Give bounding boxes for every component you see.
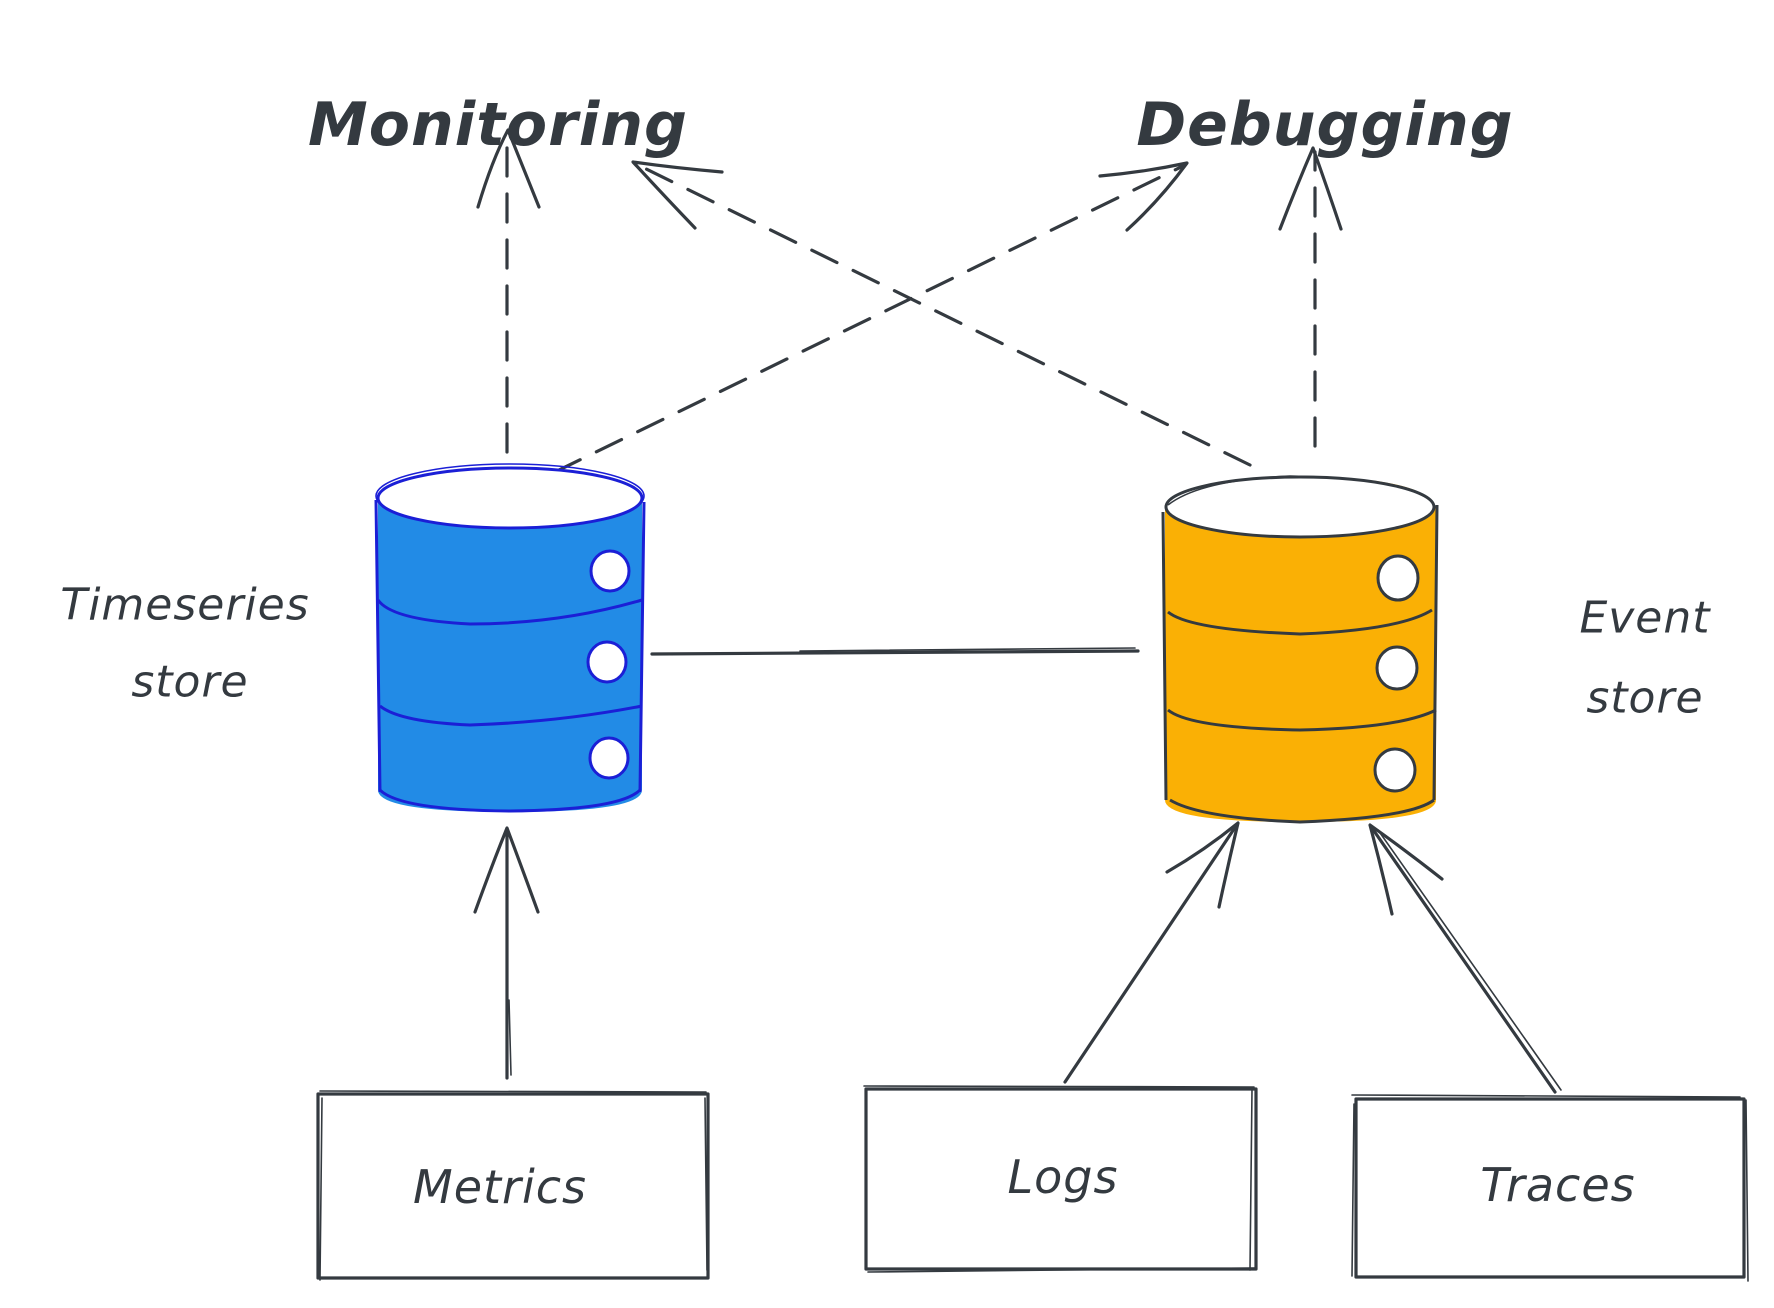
event-store-label-line2: store	[1586, 673, 1703, 724]
traces-box[interactable]: Traces	[1351, 1094, 1749, 1282]
cylinder-band	[379, 704, 643, 727]
cylinder-body	[378, 468, 642, 812]
logs-label: Logs	[1008, 1150, 1119, 1204]
cylinder-band	[1167, 708, 1437, 732]
cylinder-body	[1165, 476, 1436, 822]
traces-box-border	[1354, 1097, 1746, 1279]
connector-line	[650, 649, 1140, 656]
arrow-line	[1063, 824, 1238, 1084]
arrow-line-sketch	[508, 999, 512, 1076]
box-sketch-lines	[319, 1090, 708, 1281]
traces-label: Traces	[1480, 1158, 1635, 1212]
arrow-line	[1370, 826, 1557, 1094]
arrowhead-icon	[473, 826, 540, 914]
edge-event-to-monitoring	[631, 160, 1252, 467]
arrowhead-icon	[1098, 161, 1189, 232]
logs-box-border	[864, 1087, 1258, 1271]
edge-metrics-to-timeseries	[473, 826, 540, 1080]
event-store-label-line1: Event	[1579, 593, 1711, 644]
disk-indicator-icon	[586, 640, 628, 684]
cylinder-top-sketch	[1167, 475, 1431, 506]
edge-timeseries-to-monitoring	[476, 128, 541, 454]
edge-logs-to-event	[1063, 821, 1240, 1084]
disk-indicator-icon	[1375, 645, 1419, 691]
arrowhead-icon	[1278, 146, 1343, 231]
arrow-line-sketch	[1377, 829, 1562, 1091]
timeseries-store-cylinder[interactable]	[374, 463, 646, 813]
timeseries-store-label-line1: Timeseries	[60, 580, 309, 631]
disk-indicator-icon	[1373, 747, 1417, 793]
edge-timeseries-to-debugging	[553, 161, 1189, 474]
logs-box[interactable]: Logs	[863, 1085, 1258, 1273]
edge-timeseries-to-event	[650, 647, 1140, 656]
cylinder-top-sketch	[375, 463, 645, 529]
cylinder-bottom	[1169, 798, 1435, 824]
arrowhead-icon	[1165, 821, 1240, 909]
disk-indicator-icon	[1376, 554, 1420, 602]
metrics-label: Metrics	[413, 1160, 587, 1214]
edge-event-to-debugging	[1278, 146, 1343, 448]
disk-indicator-icon	[588, 736, 630, 780]
box-sketch-lines	[1351, 1094, 1749, 1282]
cylinder-band	[376, 598, 643, 626]
box-sketch-lines	[863, 1085, 1257, 1273]
cylinder-sides	[374, 499, 646, 793]
metrics-box-border	[316, 1092, 710, 1280]
arrowhead-icon	[1368, 823, 1444, 916]
connector-line-sketch	[799, 647, 1136, 652]
cylinder-band	[1167, 608, 1433, 636]
arrowhead-icon	[631, 160, 724, 230]
debugging-label: Debugging	[1136, 90, 1513, 160]
event-store-cylinder[interactable]	[1161, 475, 1439, 824]
timeseries-store-label-line2: store	[131, 657, 248, 708]
dashed-line	[636, 163, 1252, 467]
edge-traces-to-event	[1368, 823, 1562, 1094]
dashed-line	[553, 164, 1185, 474]
cylinder-bottom	[378, 788, 642, 813]
metrics-box[interactable]: Metrics	[316, 1090, 710, 1281]
cylinder-sides	[1161, 504, 1439, 801]
arrowhead-icon	[476, 128, 541, 209]
disk-indicator-icon	[589, 549, 631, 593]
